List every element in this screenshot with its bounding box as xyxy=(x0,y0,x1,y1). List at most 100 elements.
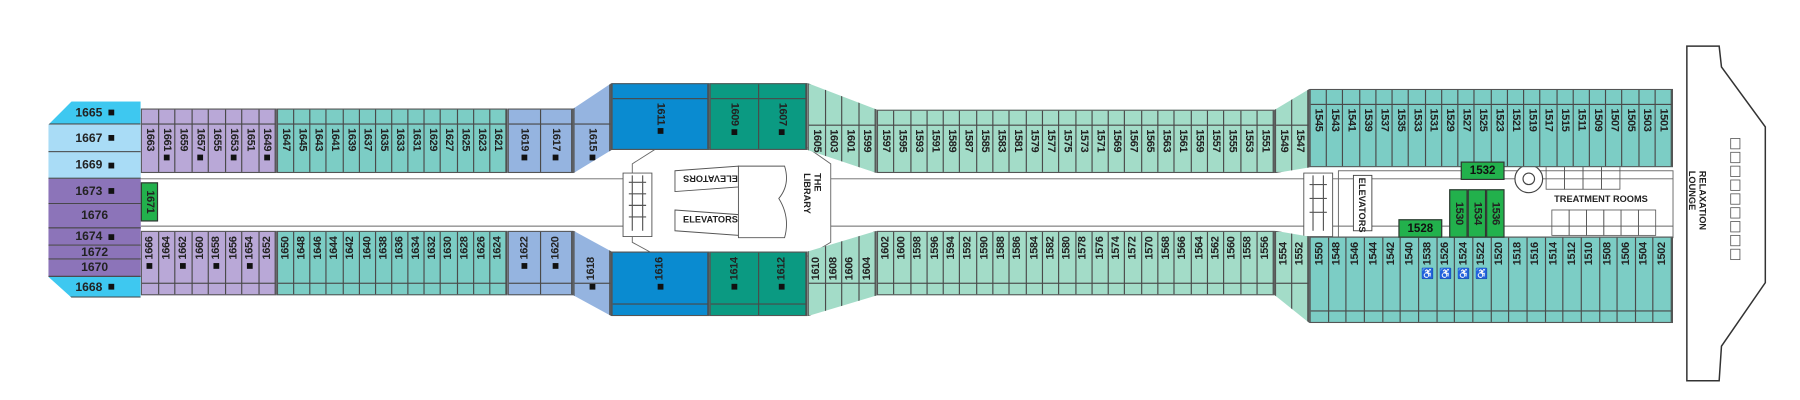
cabin-1655[interactable]: 1655 xyxy=(209,109,226,172)
cabin-1646[interactable]: 1646 xyxy=(311,231,328,295)
cabin-1550[interactable]: 1550 xyxy=(1311,237,1329,322)
cabin-1523[interactable]: 1523 xyxy=(1491,89,1508,167)
cabin-1582[interactable]: 1582 xyxy=(1043,231,1060,295)
cabin-1617[interactable]: 1617 xyxy=(541,109,573,172)
cabin-1649[interactable]: 1649 xyxy=(259,109,276,172)
cabin-1541[interactable]: 1541 xyxy=(1344,89,1360,167)
cabin-1663[interactable]: 1663 xyxy=(142,109,159,172)
cabin-1571[interactable]: 1571 xyxy=(1092,110,1109,172)
cabin-1583[interactable]: 1583 xyxy=(994,110,1011,172)
cabin-1515[interactable]: 1515 xyxy=(1557,89,1574,167)
cabin-1522[interactable]: 1522♿ xyxy=(1473,237,1492,322)
cabin-1631[interactable]: 1631 xyxy=(409,109,425,172)
cabin-1607[interactable]: 1607 xyxy=(759,84,807,149)
cabin-1616[interactable]: 1616 xyxy=(613,252,709,315)
cabin-1606[interactable]: 1606 xyxy=(842,231,860,315)
cabin-1624[interactable]: 1624 xyxy=(490,231,507,295)
cabin-1517[interactable]: 1517 xyxy=(1541,89,1558,167)
cabin-1544[interactable]: 1544 xyxy=(1365,237,1383,322)
cabin-1577[interactable]: 1577 xyxy=(1043,110,1060,172)
cabin-1654[interactable]: 1654 xyxy=(242,231,260,295)
cabin-1614[interactable]: 1614 xyxy=(711,252,759,315)
cabin-1584[interactable]: 1584 xyxy=(1027,231,1043,295)
cabin-1660[interactable]: 1660 xyxy=(192,231,209,295)
cabin-1659[interactable]: 1659 xyxy=(175,109,193,172)
cabin-1553[interactable]: 1553 xyxy=(1241,110,1258,172)
cabin-1528[interactable]: 1528 xyxy=(1398,219,1443,238)
cabin-1601[interactable]: 1601 xyxy=(842,84,860,172)
cabin-1568[interactable]: 1568 xyxy=(1158,231,1175,295)
cabin-1671[interactable]: 1671 xyxy=(140,182,159,222)
cabin-1547[interactable]: 1547 xyxy=(1292,89,1309,172)
cabin-1540[interactable]: 1540 xyxy=(1401,237,1420,322)
cabin-1503[interactable]: 1503 xyxy=(1639,89,1656,167)
cabin-1588[interactable]: 1588 xyxy=(994,231,1011,295)
cabin-1600[interactable]: 1600 xyxy=(895,231,912,295)
cabin-1651[interactable]: 1651 xyxy=(242,109,260,172)
cabin-1648[interactable]: 1648 xyxy=(294,231,311,295)
cabin-1593[interactable]: 1593 xyxy=(911,110,928,172)
cabin-1650[interactable]: 1650 xyxy=(278,231,295,295)
cabin-1507[interactable]: 1507 xyxy=(1606,89,1623,167)
cabin-1501[interactable]: 1501 xyxy=(1656,89,1673,167)
cabin-1579[interactable]: 1579 xyxy=(1027,110,1043,172)
cabin-1564[interactable]: 1564 xyxy=(1191,231,1208,295)
cabin-1636[interactable]: 1636 xyxy=(392,231,409,295)
cabin-1534[interactable]: 1534 xyxy=(1467,189,1487,238)
cabin-1676[interactable]: 1676 xyxy=(48,204,141,229)
cabin-1615[interactable]: 1615 xyxy=(575,84,611,172)
cabin-1516[interactable]: 1516 xyxy=(1527,237,1546,322)
cabin-1586[interactable]: 1586 xyxy=(1010,231,1027,295)
cabin-1570[interactable]: 1570 xyxy=(1142,231,1159,295)
cabin-1567[interactable]: 1567 xyxy=(1125,110,1142,172)
cabin-1632[interactable]: 1632 xyxy=(425,231,442,295)
cabin-1554[interactable]: 1554 xyxy=(1276,231,1293,322)
cabin-1639[interactable]: 1639 xyxy=(343,109,360,172)
cabin-1555[interactable]: 1555 xyxy=(1224,110,1241,172)
cabin-1602[interactable]: 1602 xyxy=(878,231,895,295)
cabin-1594[interactable]: 1594 xyxy=(944,231,961,295)
cabin-1641[interactable]: 1641 xyxy=(327,109,344,172)
cabin-1535[interactable]: 1535 xyxy=(1393,89,1410,167)
cabin-1668[interactable]: 1668 xyxy=(48,276,141,298)
cabin-1531[interactable]: 1531 xyxy=(1426,89,1443,167)
cabin-1545[interactable]: 1545 xyxy=(1311,89,1328,167)
cabin-1622[interactable]: 1622 xyxy=(509,231,541,295)
cabin-1508[interactable]: 1508 xyxy=(1600,237,1618,322)
cabin-1560[interactable]: 1560 xyxy=(1224,231,1241,295)
cabin-1640[interactable]: 1640 xyxy=(360,231,376,295)
cabin-1529[interactable]: 1529 xyxy=(1442,89,1459,167)
cabin-1504[interactable]: 1504 xyxy=(1636,237,1654,322)
cabin-1536[interactable]: 1536 xyxy=(1486,189,1505,238)
cabin-1618[interactable]: 1618 xyxy=(575,231,611,315)
cabin-1512[interactable]: 1512 xyxy=(1564,237,1582,322)
cabin-1510[interactable]: 1510 xyxy=(1582,237,1600,322)
cabin-1605[interactable]: 1605 xyxy=(809,84,826,172)
cabin-1589[interactable]: 1589 xyxy=(944,110,961,172)
cabin-1514[interactable]: 1514 xyxy=(1546,237,1564,322)
cabin-1619[interactable]: 1619 xyxy=(509,109,541,172)
cabin-1610[interactable]: 1610 xyxy=(809,231,826,315)
cabin-1666[interactable]: 1666 xyxy=(142,231,159,295)
cabin-1518[interactable]: 1518 xyxy=(1509,237,1528,322)
cabin-1578[interactable]: 1578 xyxy=(1076,231,1093,295)
cabin-1549[interactable]: 1549 xyxy=(1276,89,1293,172)
cabin-1621[interactable]: 1621 xyxy=(490,109,507,172)
cabin-1599[interactable]: 1599 xyxy=(859,84,876,172)
cabin-1580[interactable]: 1580 xyxy=(1059,231,1076,295)
cabin-1661[interactable]: 1661 xyxy=(159,109,176,172)
cabin-1662[interactable]: 1662 xyxy=(175,231,193,295)
cabin-1665[interactable]: 1665 xyxy=(48,101,141,125)
cabin-1519[interactable]: 1519 xyxy=(1524,89,1541,167)
cabin-1557[interactable]: 1557 xyxy=(1208,110,1225,172)
cabin-1520[interactable]: 1520 xyxy=(1491,237,1510,322)
cabin-1612[interactable]: 1612 xyxy=(759,252,807,315)
cabin-1526[interactable]: 1526♿ xyxy=(1437,237,1456,322)
cabin-1628[interactable]: 1628 xyxy=(458,231,474,295)
cabin-1644[interactable]: 1644 xyxy=(327,231,344,295)
cabin-1609[interactable]: 1609 xyxy=(711,84,759,149)
cabin-1658[interactable]: 1658 xyxy=(209,231,226,295)
cabin-1502[interactable]: 1502 xyxy=(1654,237,1673,322)
cabin-1670[interactable]: 1670 xyxy=(48,259,141,277)
cabin-1551[interactable]: 1551 xyxy=(1257,110,1274,172)
